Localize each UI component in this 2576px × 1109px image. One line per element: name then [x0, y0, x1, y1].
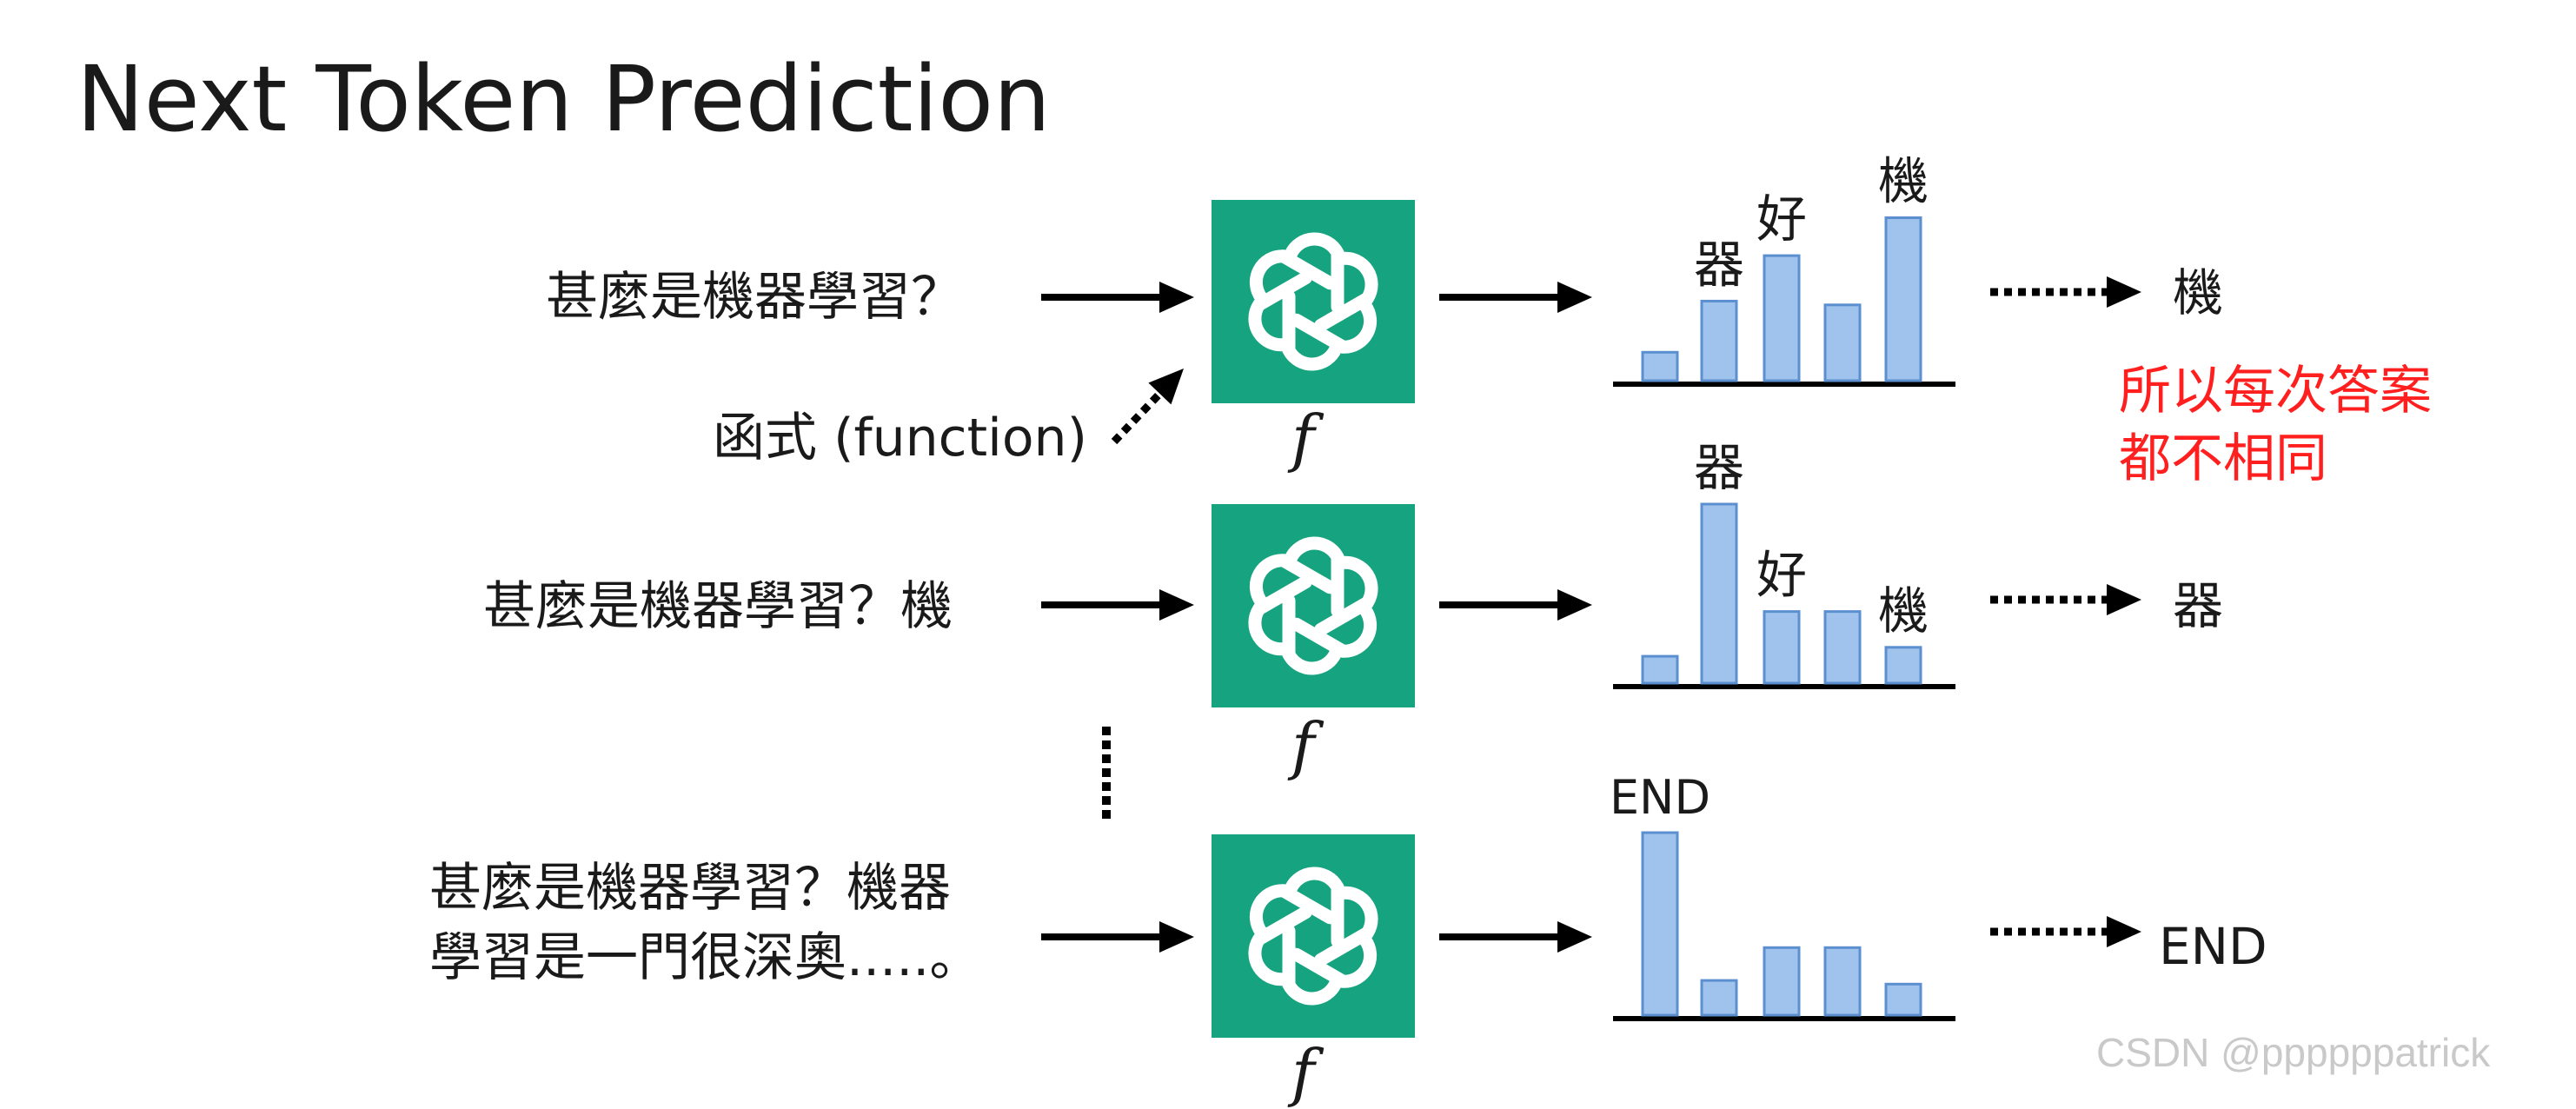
note-line-2: 都不相同: [2119, 428, 2327, 489]
logo-stroke: [1248, 271, 1312, 352]
function-symbol-3: f: [1291, 1036, 1315, 1109]
function-pointer-arrow: [1111, 390, 1163, 445]
function-label: 函式 (function): [713, 408, 1087, 468]
openai-logo-icon: [1248, 232, 1378, 371]
probability-bar: [1884, 982, 1922, 1017]
function-pointer-arrow-head: [1148, 369, 1184, 405]
output-arrow-1-head: [1557, 282, 1592, 313]
logo-stroke: [1249, 884, 1337, 940]
input-arrow-2-head: [1159, 589, 1194, 621]
input-arrow-1-head: [1159, 282, 1194, 313]
ellipsis-dot: [1102, 727, 1111, 735]
probability-bar: [1823, 303, 1862, 382]
model-box-1: [1212, 200, 1415, 403]
bar-label: END: [1610, 770, 1710, 825]
probability-bar: [1823, 610, 1862, 685]
input-arrow-3-head: [1159, 921, 1194, 953]
ellipsis-dot: [1102, 754, 1111, 763]
probability-bar: [1700, 979, 1738, 1017]
model-box-3: [1212, 834, 1415, 1038]
logo-stroke: [1314, 555, 1378, 636]
probability-bar: [1884, 216, 1922, 382]
logo-stroke: [1284, 867, 1344, 948]
watermark: CSDN @ppppppatrick: [2096, 1030, 2491, 1075]
function-symbol-1: f: [1291, 402, 1315, 475]
ellipsis-dot: [1102, 796, 1111, 805]
logo-stroke: [1248, 575, 1312, 656]
output-token-1: 機: [2173, 263, 2224, 322]
page-title: Next Token Prediction: [76, 46, 1051, 152]
note-line-1: 所以每次答案: [2119, 361, 2432, 422]
probability-bar: [1823, 946, 1862, 1017]
openai-logo-icon: [1248, 536, 1378, 675]
output-token-3: END: [2159, 917, 2267, 976]
output-token-2: 器: [2173, 576, 2224, 635]
probability-bar: [1641, 654, 1679, 685]
ellipsis-dot: [1102, 782, 1111, 791]
output-arrow-2-head: [1557, 589, 1592, 621]
logo-stroke: [1282, 594, 1343, 675]
bar-label: 機: [1878, 581, 1929, 641]
logo-stroke: [1284, 232, 1344, 314]
prompt-row-1: 甚麼是機器學習？: [546, 267, 963, 328]
output-arrow-3-head: [1557, 921, 1592, 953]
probability-bar: [1763, 610, 1801, 685]
logo-stroke: [1249, 554, 1337, 609]
bar-label: 好: [1756, 546, 1807, 605]
logo-stroke: [1249, 249, 1337, 305]
bar-label: 好: [1756, 189, 1807, 249]
prompt-row-3-line-1: 甚麼是機器學習？機器: [429, 858, 951, 919]
sample-arrow-2-head: [2107, 584, 2141, 615]
probability-bar: [1884, 646, 1922, 685]
logo-stroke: [1314, 886, 1378, 966]
bar-label: 器: [1694, 438, 1744, 497]
probability-bar: [1763, 254, 1801, 382]
logo-stroke: [1284, 536, 1344, 618]
logo-stroke: [1290, 933, 1378, 988]
logo-stroke: [1248, 906, 1312, 986]
logo-stroke: [1290, 602, 1378, 658]
sample-arrow-3-head: [2107, 916, 2141, 947]
probability-bar: [1763, 946, 1801, 1017]
logo-stroke: [1282, 289, 1343, 371]
ellipsis-dot: [1102, 768, 1111, 777]
logo-stroke: [1290, 298, 1378, 354]
sample-arrow-1-head: [2107, 276, 2141, 308]
bar-label: 機: [1878, 152, 1929, 211]
ellipsis-dot: [1102, 740, 1111, 749]
probability-bar: [1641, 350, 1679, 382]
probability-bar: [1641, 831, 1679, 1017]
prompt-row-2: 甚麼是機器學習？機: [483, 576, 953, 637]
openai-logo-icon: [1248, 867, 1378, 1006]
probability-bar: [1700, 502, 1738, 685]
ellipsis-dot: [1102, 810, 1111, 819]
model-box-2: [1212, 504, 1415, 707]
probability-bar: [1700, 299, 1738, 382]
prompt-row-3-line-2: 學習是一門很深奧.....。: [429, 927, 982, 988]
logo-stroke: [1314, 251, 1378, 332]
function-symbol-2: f: [1291, 709, 1315, 782]
logo-stroke: [1282, 924, 1343, 1006]
bar-label: 器: [1694, 235, 1744, 294]
